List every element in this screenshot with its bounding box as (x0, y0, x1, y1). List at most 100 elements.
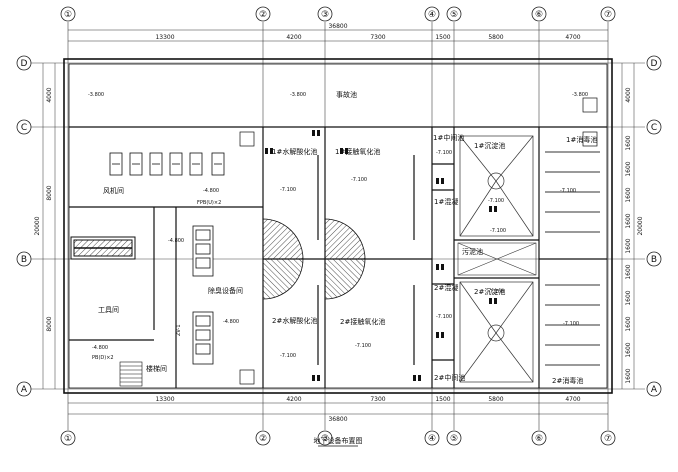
level-mark: -7.100 (563, 321, 579, 327)
label-mixing-2: 2#混凝 (434, 283, 458, 292)
level-mark: -4.800 (223, 319, 239, 325)
level-mark: -3.800 (572, 92, 588, 98)
label-hydrolysis-1: 1#水解酸化池 (272, 147, 317, 156)
label-hydrolysis-2: 2#水解酸化池 (272, 316, 317, 325)
label-deodor-room: 除臭设备间 (208, 286, 243, 295)
axis-labels: ① ② ③ ④ ⑤ ⑥ ⑦ ① ② ③ ④ ⑤ ⑥ ⑦ D C B A D C … (21, 10, 658, 444)
level-mark: -4.800 (203, 188, 219, 194)
dimension-texts: 36800 13300 4200 7300 1500 5800 4700 133… (155, 23, 580, 423)
level-mark: -7.100 (488, 289, 504, 295)
label-settling-2: 2#沉淀池 (474, 287, 505, 296)
axis-bubbles-bottom (60, 430, 616, 446)
label-intermediate-1: 1#中间池 (433, 133, 464, 142)
small-equipment (239, 97, 598, 385)
axis-col-4-bottom: ④ (428, 434, 436, 444)
level-mark: -7.100 (355, 343, 371, 349)
axis-col-7-bottom: ⑦ (604, 434, 612, 444)
label-settling-1: 1#沉淀池 (474, 141, 505, 150)
label-tool-room: 工具间 (98, 306, 119, 314)
axis-col-6-bottom: ⑥ (535, 434, 543, 444)
level-mark: -3.800 (290, 92, 306, 98)
dim-top-2: 4200 (286, 34, 301, 41)
axis-bubbles-right (646, 55, 662, 397)
dim-right-1: 4000 (625, 87, 632, 102)
dim-right-10: 1600 (625, 342, 632, 357)
axis-col-5-bottom: ⑤ (450, 434, 458, 444)
deodor-equipment (192, 225, 214, 365)
dim-right-2: 1600 (625, 135, 632, 150)
dim-left-1: 4000 (46, 87, 53, 102)
axis-row-d-right: D (651, 59, 658, 69)
axis-col-6-top: ⑥ (535, 10, 543, 20)
label-contact-ox-1: 1#接触氧化池 (335, 147, 380, 156)
label-accident-tank: 事故池 (336, 90, 357, 99)
level-mark: -7.100 (490, 228, 506, 234)
dim-right-11: 1600 (625, 368, 632, 383)
dim-left-3: 8000 (46, 316, 53, 331)
level-mark: -7.100 (436, 314, 452, 320)
axis-col-5-top: ⑤ (450, 10, 458, 20)
dim-right-5: 1600 (625, 213, 632, 228)
dim-right-9: 1600 (625, 316, 632, 331)
dim-right-4: 1600 (625, 187, 632, 202)
level-marks: -3.800 -3.800 -3.800 -4.800 -7.100 -7.10… (88, 92, 588, 359)
dimension-texts-vertical: 4000 8000 8000 20000 4000 1600 1600 1600… (34, 87, 644, 383)
axis-col-3-bottom: ③ (321, 434, 329, 444)
label-intermediate-2: 2#中间池 (434, 373, 465, 382)
hatched-mixer-zones (262, 218, 366, 300)
sludge-hopper (457, 242, 537, 276)
level-mark: -7.100 (560, 188, 576, 194)
axis-col-2-bottom: ② (259, 434, 267, 444)
axis-row-d-left: D (21, 59, 28, 69)
dim-left-2: 8000 (46, 185, 53, 200)
dim-bottom-2: 4200 (286, 396, 301, 403)
room-labels: 事故池 风机间 工具间 楼梯间 除臭设备间 1#水解酸化池 2#水解酸化池 1#… (98, 90, 597, 385)
fan-units (109, 152, 225, 176)
axis-col-2-top: ② (259, 10, 267, 20)
label-sludge-tank: 污泥池 (462, 247, 483, 256)
axis-row-a-right: A (651, 385, 658, 395)
axis-row-c-left: C (21, 123, 27, 133)
dim-bottom-1: 13300 (155, 396, 174, 403)
dim-top-5: 5800 (488, 34, 503, 41)
level-mark: -7.100 (351, 177, 367, 183)
axis-bubbles-left (16, 55, 32, 397)
dim-top-total: 36800 (328, 23, 347, 30)
axis-row-c-right: C (651, 123, 657, 133)
label-fan-room: 风机间 (103, 186, 124, 195)
dim-right-7: 1600 (625, 264, 632, 279)
axis-col-4-top: ④ (428, 10, 436, 20)
stair-steps (119, 361, 143, 387)
dim-bottom-5: 5800 (488, 396, 503, 403)
level-mark: -3.800 (88, 92, 104, 98)
dim-right-6: 1600 (625, 238, 632, 253)
dim-right-total: 20000 (637, 216, 644, 235)
settling-hopper-1 (459, 135, 534, 237)
dim-bottom-3: 7300 (370, 396, 385, 403)
level-mark: -7.100 (488, 198, 504, 204)
stair-corridor (70, 236, 136, 260)
drawing-title: 地下设备布置图 (314, 436, 363, 445)
dim-bottom-4: 1500 (435, 396, 450, 403)
pump-note: PB(D)×2 (92, 355, 114, 361)
dimension-lines (42, 29, 635, 415)
level-mark: -7.100 (280, 187, 296, 193)
label-disinfection-2: 2#消毒池 (552, 376, 583, 385)
level-mark: -4.800 (168, 238, 184, 244)
label-disinfection-1: 1#消毒池 (566, 135, 597, 144)
door-note: ZV-1 (176, 324, 182, 336)
level-mark: -7.100 (280, 353, 296, 359)
pump-markers (265, 130, 497, 381)
axis-row-b-right: B (651, 255, 657, 265)
dim-top-3: 7300 (370, 34, 385, 41)
level-mark: -4.800 (92, 345, 108, 351)
axis-bubbles-top (60, 6, 616, 22)
outer-walls (63, 58, 613, 394)
dim-top-4: 1500 (435, 34, 450, 41)
axis-row-a-left: A (21, 385, 28, 395)
axis-col-1-bottom: ① (64, 434, 72, 444)
dim-top-1: 13300 (155, 34, 174, 41)
label-contact-ox-2: 2#接触氧化池 (340, 317, 385, 326)
disinfection-baffles (545, 151, 600, 366)
dim-bottom-6: 4700 (565, 396, 580, 403)
